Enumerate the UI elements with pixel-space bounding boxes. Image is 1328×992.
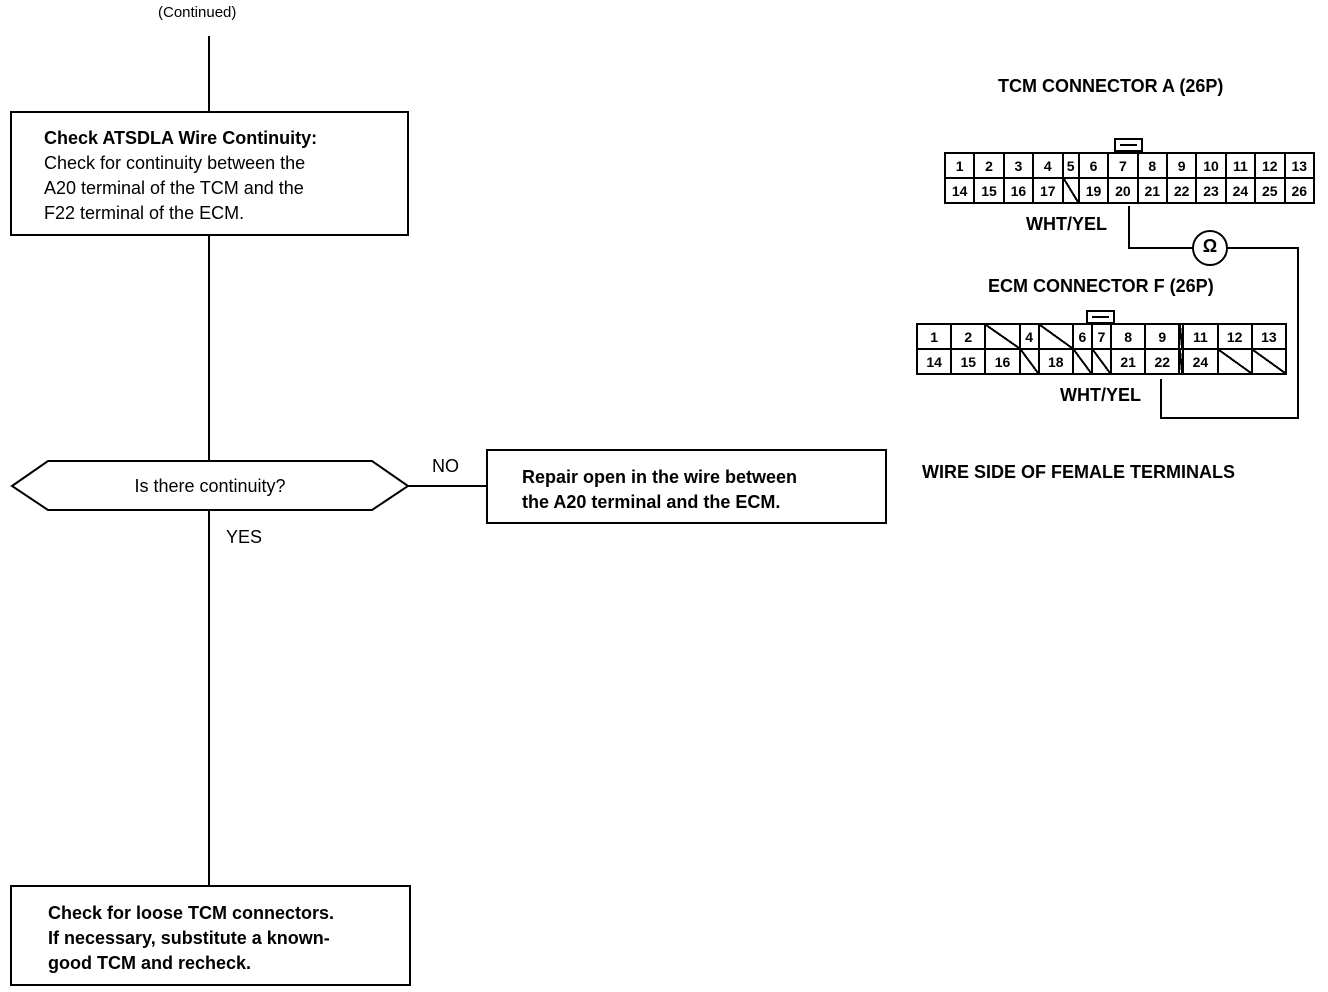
terminal-cell: 23 [1195, 177, 1227, 204]
wire-side-caption: WIRE SIDE OF FEMALE TERMINALS [922, 462, 1235, 482]
yes-label: YES [226, 527, 263, 547]
terminal-cell: 2 [973, 152, 1005, 179]
terminal-cell: 1 [943, 152, 976, 179]
terminal-cell: 9 [1144, 323, 1181, 350]
check-line: A20 terminal of the TCM and the [44, 178, 304, 198]
terminal-cell: 25 [1254, 177, 1286, 204]
repair-line: the A20 terminal and the ECM. [522, 492, 781, 512]
empty-terminal-cell [1037, 323, 1074, 350]
terminal-cell: 2 [950, 323, 987, 350]
terminal-cell: 22 [1144, 348, 1181, 375]
tcm-connector-title: TCM CONNECTOR A (26P) [998, 76, 1224, 96]
final-line: Check for loose TCM connectors. [48, 903, 335, 923]
repair-box: Repair open in the wire between the A20 … [486, 449, 887, 524]
tcm-row-2: 14 15 16 17 19 20 21 22 23 24 25 26 [943, 177, 1315, 204]
terminal-cell: 24 [1182, 348, 1219, 375]
final-box: Check for loose TCM connectors. If neces… [10, 885, 411, 986]
continued-label: (Continued) [158, 4, 237, 21]
terminal-cell: 1 [915, 323, 953, 350]
terminal-cell: 16 [984, 348, 1021, 375]
terminal-cell: 22 [1165, 177, 1198, 204]
terminal-cell: 16 [1002, 177, 1035, 204]
terminal-cell: 24 [1224, 177, 1257, 204]
terminal-cell: 8 [1109, 323, 1147, 350]
terminal-cell: 13 [1283, 152, 1315, 179]
terminal-cell: 26 [1283, 177, 1315, 204]
check-title: Check ATSDLA Wire Continuity: [44, 128, 318, 148]
terminal-cell: 14 [915, 348, 953, 375]
terminal-cell: 14 [943, 177, 976, 204]
ecm-wire-label: WHT/YEL [1060, 385, 1141, 405]
ecm-lock-tab [1086, 310, 1115, 324]
terminal-cell: 4 [1018, 323, 1040, 350]
terminal-cell: 8 [1136, 152, 1169, 179]
check-line: Check for continuity between the [44, 153, 306, 173]
terminal-cell: 12 [1216, 323, 1253, 350]
terminal-cell: 19 [1077, 177, 1110, 204]
check-continuity-box: Check ATSDLA Wire Continuity: Check for … [10, 111, 409, 236]
terminal-cell: 3 [1002, 152, 1035, 179]
ecm-row-1: 1 2 4 6 7 8 9 11 12 13 [915, 323, 1288, 350]
terminal-cell: 10 [1195, 152, 1227, 179]
final-line: If necessary, substitute a known- [48, 928, 330, 948]
terminal-cell: 11 [1224, 152, 1257, 179]
empty-terminal-cell [1250, 348, 1288, 375]
terminal-cell: 12 [1254, 152, 1286, 179]
no-label: NO [432, 456, 459, 476]
tcm-wire-label: WHT/YEL [1026, 214, 1107, 234]
terminal-cell: 17 [1032, 177, 1064, 204]
empty-terminal-cell [1018, 348, 1040, 375]
empty-terminal-cell [1061, 177, 1080, 204]
decision-shape [10, 460, 410, 511]
terminal-cell: 6 [1077, 152, 1110, 179]
final-line: good TCM and recheck. [48, 953, 252, 973]
terminal-cell: 7 [1107, 152, 1139, 179]
tcm-connector-grid: 1 2 3 4 5 6 7 8 9 10 11 12 13 14 15 16 1… [943, 152, 1315, 204]
terminal-cell: 21 [1109, 348, 1147, 375]
tcm-row-1: 1 2 3 4 5 6 7 8 9 10 11 12 13 [943, 152, 1315, 179]
terminal-cell: 18 [1037, 348, 1074, 375]
repair-line: Repair open in the wire between [522, 467, 798, 487]
ohm-symbol: Ω [1202, 236, 1218, 256]
terminal-cell: 13 [1250, 323, 1288, 350]
ecm-row-2: 14 15 16 18 21 22 24 [915, 348, 1288, 375]
terminal-cell: 21 [1136, 177, 1169, 204]
terminal-cell: 5 [1061, 152, 1080, 179]
terminal-cell: 11 [1182, 323, 1219, 350]
terminal-cell: 6 [1071, 323, 1093, 350]
terminal-cell: 15 [973, 177, 1005, 204]
terminal-cell: 9 [1165, 152, 1198, 179]
empty-terminal-cell [1090, 348, 1113, 375]
terminal-cell: 7 [1090, 323, 1113, 350]
terminal-cell: 20 [1107, 177, 1139, 204]
decision-question: Is there continuity? [134, 476, 286, 496]
empty-terminal-cell [1216, 348, 1253, 375]
ecm-connector-title: ECM CONNECTOR F (26P) [988, 276, 1214, 296]
check-line: F22 terminal of the ECM. [44, 203, 245, 223]
terminal-cell: 15 [950, 348, 987, 375]
terminal-cell: 4 [1032, 152, 1064, 179]
tcm-lock-tab [1114, 138, 1143, 152]
ecm-connector-grid: 1 2 4 6 7 8 9 11 12 13 14 15 16 18 21 22… [915, 323, 1288, 375]
empty-terminal-cell [1071, 348, 1093, 375]
empty-terminal-cell [984, 323, 1021, 350]
